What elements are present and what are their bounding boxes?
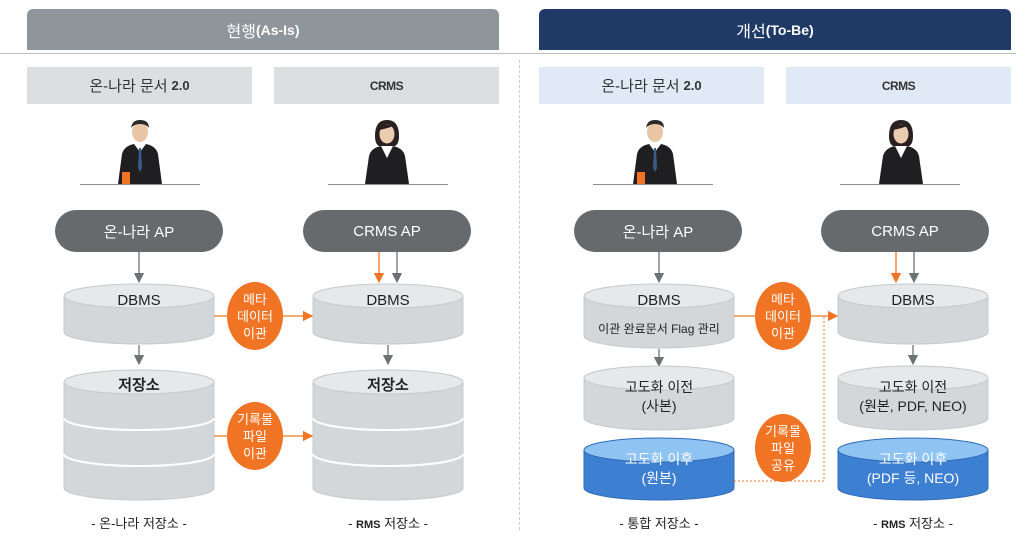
male-user-icon [633,120,677,184]
asis-rms-storage-caption: - RMS 저장소 - [313,513,463,532]
badge-line: 이관 [243,325,267,341]
tobe-onnara-before-sublabel: (사본) [641,398,676,414]
female-user-icon [879,120,923,184]
asis-onnara-dbms-cylinder [63,283,215,345]
asis-onnara-header-label: 온-나라 문서 [89,78,168,95]
asis-file-transfer-badge: 기록물 파일 이관 [227,402,283,470]
desk-line [328,184,448,185]
desk-line [840,184,960,185]
tobe-crms-header-label: CRMS [881,78,916,93]
asis-onnara-header-version: 2.0 [171,78,190,93]
section-divider [519,60,520,530]
tab-as-is: 현행(As-Is) [27,9,499,50]
badge-line: 파일 [243,428,267,444]
tobe-crms-before-cylinder [837,365,989,431]
tab-to-be-title: 개선 [736,23,766,41]
tobe-crms-after-label: 고도화 이후 [879,451,947,467]
tobe-rms-storage-caption: - RMS 저장소 - [838,513,988,532]
tobe-onnara-before-cylinder [583,365,735,431]
tobe-onnara-header-version: 2.0 [683,78,702,93]
caption-rest: 저장소 - [380,516,428,531]
tobe-crms-dbms-cylinder [837,283,989,345]
caption-rest: 저장소 - [905,516,953,531]
badge-line: 공유 [771,457,795,473]
asis-crms-storage-cylinder [312,369,464,501]
tobe-crms-before-sublabel: (원본, PDF, NEO) [859,398,966,414]
tobe-onnara-before-label: 고도화 이전 [625,379,693,395]
asis-onnara-dbms-label: DBMS [117,292,160,309]
tobe-onnara-header-label: 온-나라 문서 [601,78,680,95]
tobe-onnara-after-sublabel: (원본) [641,470,676,486]
asis-crms-header: CRMS [274,67,499,104]
badge-line: 데이터 [237,308,273,324]
asis-crms-dbms-cylinder [312,283,464,345]
caption-prefix: - [348,516,357,531]
tobe-onnara-ap: 온-나라 AP [574,210,742,252]
badge-line: 메타 [771,291,795,307]
tobe-onnara-after-cylinder [583,437,735,501]
badge-line: 파일 [771,440,795,456]
asis-crms-header-label: CRMS [369,78,404,93]
tobe-crms-dbms-label: DBMS [891,292,934,309]
desk-line [593,184,713,185]
tobe-crms-after-cylinder [837,437,989,501]
asis-crms-dbms-label: DBMS [366,292,409,309]
desk-line [80,184,200,185]
asis-onnara-storage-cylinder [63,369,215,501]
asis-crms-ap: CRMS AP [303,210,471,252]
caption-prefix: - [873,516,882,531]
caption-bold: RMS [356,519,381,531]
asis-onnara-ap: 온-나라 AP [55,210,223,252]
female-user-icon [365,120,409,184]
header-rule-left [0,53,520,54]
badge-line: 메타 [243,291,267,307]
tobe-onnara-dbms-cylinder [583,283,735,349]
tobe-integrated-storage-caption: - 통합 저장소 - [619,516,699,531]
tab-as-is-title: 현행 [226,23,256,41]
tobe-crms-header: CRMS [786,67,1011,104]
tobe-onnara-after-label: 고도화 이후 [625,451,693,467]
tab-as-is-sub: (As-Is) [255,21,300,38]
asis-meta-transfer-badge: 메타 데이터 이관 [227,282,283,350]
badge-line: 기록물 [765,423,801,439]
tobe-meta-transfer-badge: 메타 데이터 이관 [755,282,811,350]
asis-crms-storage-label: 저장소 [367,376,409,394]
male-user-icon [118,120,162,184]
badge-line: 데이터 [765,308,801,324]
badge-line: 기록물 [237,411,273,427]
tobe-crms-ap: CRMS AP [821,210,989,252]
tobe-onnara-dbms-sublabel: 이관 완료문서 Flag 관리 [598,322,720,336]
tobe-crms-after-sublabel: (PDF 등, NEO) [867,470,959,486]
caption-bold: RMS [881,519,906,531]
tab-to-be: 개선(To-Be) [539,9,1011,50]
tobe-file-share-badge: 기록물 파일 공유 [755,414,811,482]
badge-line: 이관 [771,325,795,341]
tab-to-be-sub: (To-Be) [765,21,814,38]
tobe-onnara-dbms-label: DBMS [637,292,680,309]
asis-onnara-storage-label: 저장소 [118,376,160,394]
badge-line: 이관 [243,445,267,461]
asis-onnara-storage-caption: - 온-나라 저장소 - [91,516,187,531]
header-rule-right [520,53,1016,54]
tobe-crms-before-label: 고도화 이전 [879,379,947,395]
